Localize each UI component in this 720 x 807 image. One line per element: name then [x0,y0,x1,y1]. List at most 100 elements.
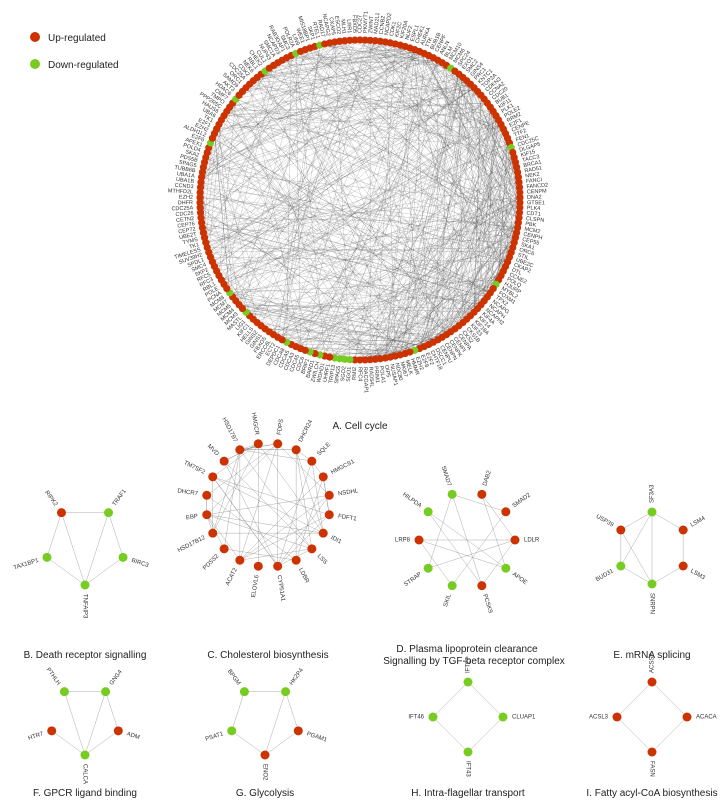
network-edge [260,74,512,253]
network-edge [205,157,491,294]
network-edge [334,119,499,359]
network-edge [200,40,371,188]
network-edge [314,111,494,354]
network-edge [300,51,517,233]
gene-label: FASN [648,761,654,777]
gene-node-up [293,726,303,736]
gene-label: LDLR [524,538,540,544]
network-edge [202,172,366,361]
network-edge [505,133,508,262]
network-edge [418,539,453,586]
network-edge [300,348,415,351]
gene-node-up [510,535,520,545]
network-edge [369,40,521,208]
network-edge [473,95,482,313]
gene-label: LDBR [297,567,310,585]
network-edge [261,73,481,96]
network-edge [423,172,518,347]
network-edge [419,147,512,349]
network-edge [207,152,508,263]
gene-node-down [423,563,433,573]
network-edge [245,292,491,313]
network-edge [199,202,494,289]
network-edge [369,242,515,360]
network-edge [277,62,520,218]
network-edge [210,256,508,263]
network-edge [277,461,313,567]
network-edge [400,296,488,356]
gene-label: CDC25A [171,205,193,212]
network-edge [261,73,516,163]
network-edge [385,60,439,359]
network-edge [399,44,519,178]
network-edge [202,227,455,330]
gene-label: RTEL1 [311,21,321,39]
network-edge [409,47,467,320]
network-edge [201,176,513,248]
network-edge [273,65,508,263]
network-edge [428,115,497,345]
network-edge [229,252,512,294]
gene-label: RACGAP1 [362,367,369,393]
network-edge [226,111,520,218]
network-edge [281,45,321,340]
network-edge [339,202,521,359]
network-edge [305,40,366,351]
network-edge [200,217,491,294]
gene-label: SKA1 [520,242,535,252]
gene-label: MKI67 [399,361,409,378]
network-edge [199,197,516,238]
gene-node-down [447,581,457,591]
gene-label: BRCA1 [523,160,542,170]
gene-node-up [361,36,369,44]
gene-label: TTK [425,36,435,48]
network-edge [309,47,521,198]
network-edge [344,40,455,72]
network-edge [224,115,504,130]
network-edge [229,292,463,323]
network-edge [419,157,515,349]
network-edge [232,296,455,330]
network-edge [423,53,521,198]
gene-label: RFC5 [196,272,212,284]
network-edge [223,461,278,567]
network-edge [245,87,456,330]
network-edge [319,44,447,66]
gene-label: CLSPN [526,216,545,224]
network-edge [264,70,517,233]
network-edge [257,322,415,351]
network-edge [470,84,518,173]
network-edge [200,41,340,183]
gene-label: SMAD7 [440,465,452,487]
gene-node-up [318,528,328,538]
network-edge [203,232,279,338]
gene-node-up [113,726,123,736]
network-edge [216,128,425,347]
gene-label: ACSS2 [650,653,656,673]
caption-fatty-acyl-coa-biosynthesis: I. Fatty acyl-CoA biosynthesis [586,788,717,799]
network-edge [204,49,415,163]
network-edge [212,137,491,294]
network-edge [466,80,520,183]
gene-label: CETN2 [176,216,195,224]
network-edge [224,548,297,561]
gene-node-up [616,525,626,535]
gene-node-up [235,555,245,565]
caption-cell-cycle: A. Cell cycle [332,421,387,432]
gene-label: SQLE [316,442,332,458]
network-edge [375,172,518,360]
network-edge [380,41,504,272]
network-edge [477,115,497,309]
network-edges [206,443,330,567]
network-edge [253,319,386,359]
network-edge [201,222,488,298]
network-edge [46,512,62,558]
network-edge [400,275,502,356]
network-edge [400,227,518,356]
network-edge [409,270,504,353]
network-edge [329,42,515,243]
network-edge [295,346,410,353]
network-edge [201,222,488,298]
network-edge [441,62,510,258]
